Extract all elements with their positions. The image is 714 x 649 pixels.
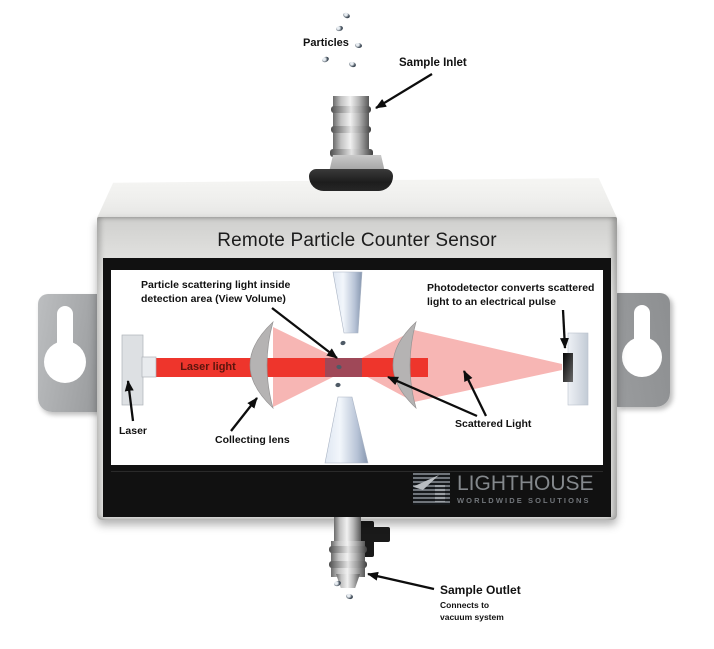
flow-nozzle-top bbox=[332, 271, 363, 334]
sample-outlet-label: Sample Outlet bbox=[440, 583, 521, 597]
right-keyhole-circle bbox=[622, 337, 662, 377]
outlet-subtext-line2: vacuum system bbox=[440, 612, 504, 622]
right-keyhole-slot bbox=[634, 305, 650, 347]
scattered-light-label: Scattered Light bbox=[455, 418, 532, 430]
laser-emitter-nub bbox=[141, 356, 157, 378]
laser-label: Laser bbox=[119, 425, 148, 437]
logo-text: LIGHTHOUSE WORLDWIDE SOLUTIONS bbox=[457, 473, 594, 505]
photodetector-callout: Photodetector converts scattered light t… bbox=[427, 282, 594, 309]
particle-icon bbox=[348, 60, 357, 69]
photodetector-chip bbox=[563, 353, 573, 382]
particle-icon bbox=[336, 364, 342, 370]
outlet-valve-arm bbox=[352, 527, 390, 542]
particle-icon bbox=[340, 340, 346, 346]
logo-name: LIGHTHOUSE bbox=[457, 472, 594, 495]
right-mounting-bracket bbox=[616, 293, 670, 407]
laser-emitter-body bbox=[121, 334, 144, 406]
particle-icon bbox=[345, 593, 354, 600]
view-volume-callout: Particle scattering light inside detecti… bbox=[141, 279, 290, 306]
logo-tagline: WORLDWIDE SOLUTIONS bbox=[457, 496, 591, 505]
view-volume-callout-line1: Particle scattering light inside bbox=[141, 279, 291, 291]
particle-icon bbox=[335, 25, 344, 32]
photodetector-callout-line1: Photodetector converts scattered bbox=[427, 282, 595, 294]
inlet-tube bbox=[333, 96, 369, 154]
collecting-lens-left bbox=[249, 320, 274, 410]
device-title: Remote Particle Counter Sensor bbox=[217, 230, 497, 251]
photodetector-callout-line2: light to an electrical pulse bbox=[427, 295, 556, 308]
inlet-barb-ring bbox=[331, 106, 371, 113]
flow-nozzle-bottom bbox=[324, 396, 369, 464]
panel-seam bbox=[111, 471, 603, 472]
diagram-window: Particle scattering light inside detecti… bbox=[111, 270, 603, 465]
logo-tower-shape bbox=[435, 485, 445, 502]
inlet-collar bbox=[330, 149, 373, 157]
sample-inlet-label: Sample Inlet bbox=[399, 57, 467, 69]
particle-icon bbox=[335, 382, 341, 388]
outlet-tip bbox=[336, 574, 360, 588]
particle-icon bbox=[342, 11, 351, 20]
outlet-arrow bbox=[367, 571, 435, 591]
left-keyhole-circle bbox=[44, 341, 86, 383]
outlet-stem bbox=[334, 517, 361, 543]
particle-icon bbox=[321, 55, 330, 64]
laser-beam-label: Laser light bbox=[180, 361, 236, 373]
inlet-arrow bbox=[375, 73, 433, 109]
outlet-barb-ring bbox=[329, 561, 367, 568]
view-volume-callout-line2: detection area (View Volume) bbox=[141, 292, 286, 305]
particle-icon bbox=[354, 42, 363, 49]
outlet-barb-ring bbox=[329, 546, 367, 553]
outlet-subtext-line1: Connects to bbox=[440, 600, 490, 610]
lighthouse-logo: LIGHTHOUSE WORLDWIDE SOLUTIONS bbox=[413, 473, 594, 507]
detection-view-volume bbox=[325, 358, 362, 377]
particles-label: Particles bbox=[303, 37, 349, 49]
left-mounting-bracket bbox=[38, 294, 100, 412]
device-body: Remote Particle Counter Sensor bbox=[97, 217, 617, 520]
inlet-rubber-foot bbox=[309, 169, 393, 191]
lighthouse-logo-icon bbox=[413, 473, 450, 505]
collecting-lens-label: Collecting lens bbox=[215, 434, 290, 446]
inlet-barb-ring bbox=[331, 126, 371, 133]
